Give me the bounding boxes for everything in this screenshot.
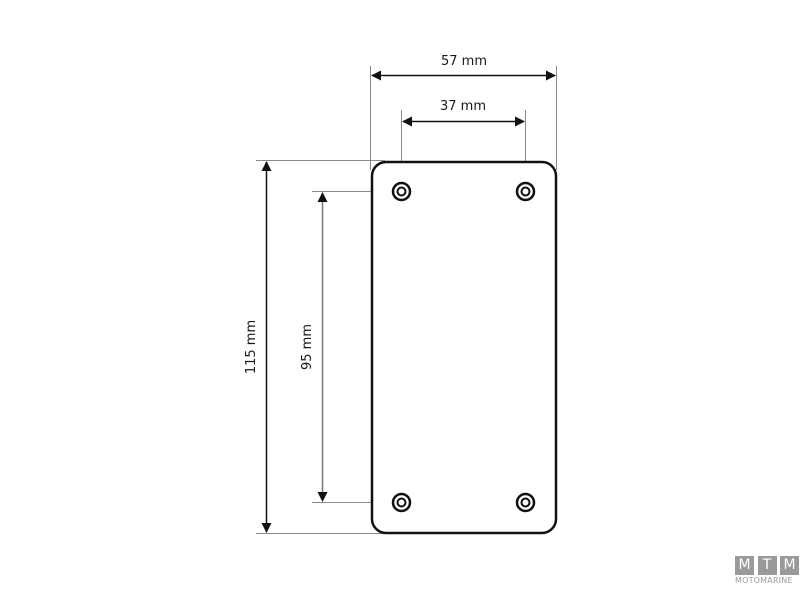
logo-letter-t: T [757,556,777,575]
plate-outline [370,160,558,535]
logo-letter-m1: M [735,556,754,575]
dimension-overall-height: 115 mm [244,161,272,533]
brand-logo: M T M MOTOMARINE [735,556,799,585]
label-overall-height: 115 mm [244,320,259,374]
logo-letters: M T M [735,556,799,575]
logo-subtitle: MOTOMARINE [735,576,793,585]
label-hole-spacing-width: 37 mm [440,99,486,114]
dimension-overall-width: 57 mm [371,54,556,81]
label-hole-spacing-height: 95 mm [300,324,315,370]
dimension-hole-spacing-height: 95 mm [300,192,328,502]
mounting-hole-top-left [391,181,412,202]
logo-letter-m2: M [780,556,799,575]
mounting-hole-top-right [515,181,536,202]
mounting-hole-bottom-left [391,492,412,513]
label-overall-width: 57 mm [441,54,487,69]
dimension-hole-spacing-width: 37 mm [402,99,525,127]
extension-lines [256,66,557,534]
mounting-hole-bottom-right [515,492,536,513]
